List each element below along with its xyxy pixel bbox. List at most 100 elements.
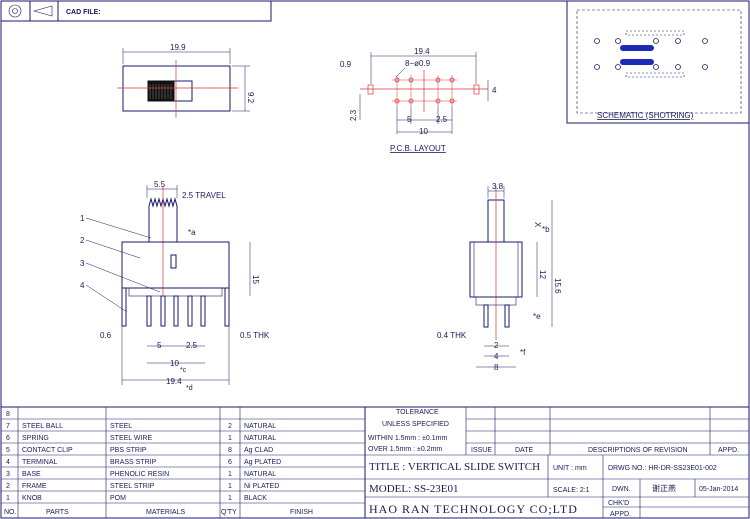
front-pitch5-dim: 5: [157, 341, 162, 350]
bom-cell-material: STEEL WIRE: [110, 435, 152, 442]
bom-cell-part: KNOB: [22, 495, 42, 502]
model-label: MODEL: SS-23E01: [369, 483, 459, 495]
shorting-bar-top: [620, 45, 654, 51]
top-width-dim: 19.9: [170, 43, 186, 52]
bom-cell-qty: 1: [228, 435, 232, 442]
bom-header-qty: Q'TY: [221, 509, 237, 516]
drawn-label: DWN.: [612, 486, 631, 493]
projection-cone-icon: [32, 5, 53, 17]
top-height-dim: 9.2: [246, 92, 255, 104]
front-d-note: *d: [186, 385, 193, 392]
bom-cell-no: 7: [6, 423, 10, 430]
pcb-width-dim: 19.4: [414, 47, 430, 56]
projection-circle-icon: [8, 4, 22, 18]
cad-file-box: CAD FILE:: [0, 0, 272, 22]
unit-label: UNIT : mm: [553, 465, 587, 472]
bom-table: [1, 406, 365, 518]
date-header: DATE: [515, 447, 533, 454]
bom-cell-part: TERMINAL: [22, 459, 58, 466]
front-view: 5.5 2.5 TRAVEL *a 15 0.6 0.5 THK 5 2.5 1…: [80, 180, 270, 392]
front-thk-dim: 0.5 THK: [240, 331, 270, 340]
approved-label: APPD.: [610, 511, 631, 518]
pcb-label: P.C.B. LAYOUT: [390, 144, 446, 153]
side-e-note: *e: [533, 312, 541, 321]
bom-cell-qty: 1: [228, 495, 232, 502]
side-f-note: *f: [520, 348, 526, 357]
over-tolerance: OVER 1.5mm : ±0.2mm: [368, 446, 442, 453]
knob-width-dim: 5.5: [154, 180, 166, 189]
side-view: 3.8 X *b 12 15.6 *e 0.4 THK 2 4 8 *f: [437, 182, 562, 372]
bom-cell-qty: 8: [228, 447, 232, 454]
bom-cell-material: POM: [110, 495, 126, 502]
title-block: TOLERANCE UNLESS SPECIFIED WITHIN 1.5mm …: [364, 406, 749, 518]
bom-cell-qty: 6: [228, 459, 232, 466]
bom-cell-finish: Ag PLATED: [244, 459, 281, 466]
bom-cell-material: PBS STRIP: [110, 447, 147, 454]
side-x-note: X: [533, 222, 542, 228]
company-name: HAO RAN TECHNOLOGY CO;LTD: [369, 502, 578, 516]
bom-cell-material: STEEL: [110, 423, 132, 430]
side-2-dim: 2: [494, 341, 499, 350]
bom-cell-no: 3: [6, 471, 10, 478]
bom-header: NO. PARTS MATERIALS Q'TY FINISH: [4, 509, 313, 516]
bom-cell-part: CONTACT CLIP: [22, 447, 73, 454]
side-thk-dim: 0.4 THK: [437, 331, 467, 340]
schematic-label: SCHEMATIC (SHOTRING): [597, 111, 694, 120]
top-view: 19.9 9.2: [117, 43, 255, 118]
callout-4: 4: [80, 281, 85, 290]
bom-header-finish: FINISH: [290, 509, 313, 516]
pcb-layout: 19.4 8−ø0.9 0.9 4 2.3 5 2.5 10 P.C.B. LA…: [340, 47, 497, 153]
bom-cell-part: SPRING: [22, 435, 49, 442]
bom-cell-no: 2: [6, 483, 10, 490]
callout-1: 1: [80, 214, 85, 223]
drawn-by: 谢正燕: [652, 483, 676, 493]
pcb-pitch5-dim: 5: [407, 115, 412, 124]
callout-3: 3: [80, 259, 85, 268]
bom-cell-material: BRASS STRIP: [110, 459, 157, 466]
side-height-dim: 12: [538, 270, 547, 279]
bom-cell-no: 1: [6, 495, 10, 502]
front-span-dim: 10: [170, 359, 179, 368]
appd-header: APPD.: [718, 447, 739, 454]
bom-cell-finish: NATURAL: [244, 435, 276, 442]
bom-cell-part: FRAME: [22, 483, 47, 490]
side-total-dim: 15.6: [553, 278, 562, 294]
bom-rows: 8 7 STEEL BALL STEEL 2 NATURAL 6 SPRING STEEL WI…: [6, 411, 281, 502]
revision-header: DESCRIPTIONS OF REVISION: [588, 447, 688, 454]
bom-cell-finish: NATURAL: [244, 471, 276, 478]
drawn-date: 05-Jan-2014: [699, 486, 738, 493]
bom-cell-material: PHENOLIC RESIN: [110, 471, 169, 478]
bom-cell-finish: BLACK: [244, 495, 267, 502]
shorting-bar-bottom: [620, 59, 654, 65]
pcb-offset-dim: 2.3: [349, 109, 358, 121]
front-pitch25-dim: 2.5: [186, 341, 198, 350]
unless-label: UNLESS SPECIFIED: [382, 421, 449, 428]
checked-label: CHK'D: [608, 500, 629, 507]
bom-cell-qty: 1: [228, 483, 232, 490]
pcb-span-dim: 10: [419, 127, 428, 136]
scale-label: SCALE: 2:1: [553, 487, 590, 494]
bom-cell-part: STEEL BALL: [22, 423, 63, 430]
front-width-dim: 19.4: [166, 377, 182, 386]
bom-header-no: NO.: [4, 509, 17, 516]
bom-cell-finish: NATURAL: [244, 423, 276, 430]
tolerance-label: TOLERANCE: [396, 409, 439, 416]
schematic-panel: SCHEMATIC (SHOTRING): [566, 0, 750, 124]
knob-shape: [148, 197, 178, 243]
travel-dim: 2.5 TRAVEL: [182, 191, 226, 200]
drawing-number: DRWG NO.: HR-DR-SS23E01-002: [608, 465, 717, 472]
pcb-holes-dim: 8−ø0.9: [405, 59, 431, 68]
bom-cell-no: 8: [6, 411, 10, 418]
pcb-pitch25-dim: 2.5: [436, 115, 448, 124]
front-c-note: *c: [180, 367, 187, 374]
pcb-slot-dim: 0.9: [340, 60, 352, 69]
front-a-note: *a: [188, 228, 196, 237]
front-height-dim: 15: [251, 275, 260, 284]
bom-cell-no: 4: [6, 459, 10, 466]
drawing-title: TITLE : VERTICAL SLIDE SWITCH: [369, 461, 540, 473]
cad-file-label: CAD FILE:: [66, 9, 101, 16]
callout-2: 2: [80, 236, 85, 245]
